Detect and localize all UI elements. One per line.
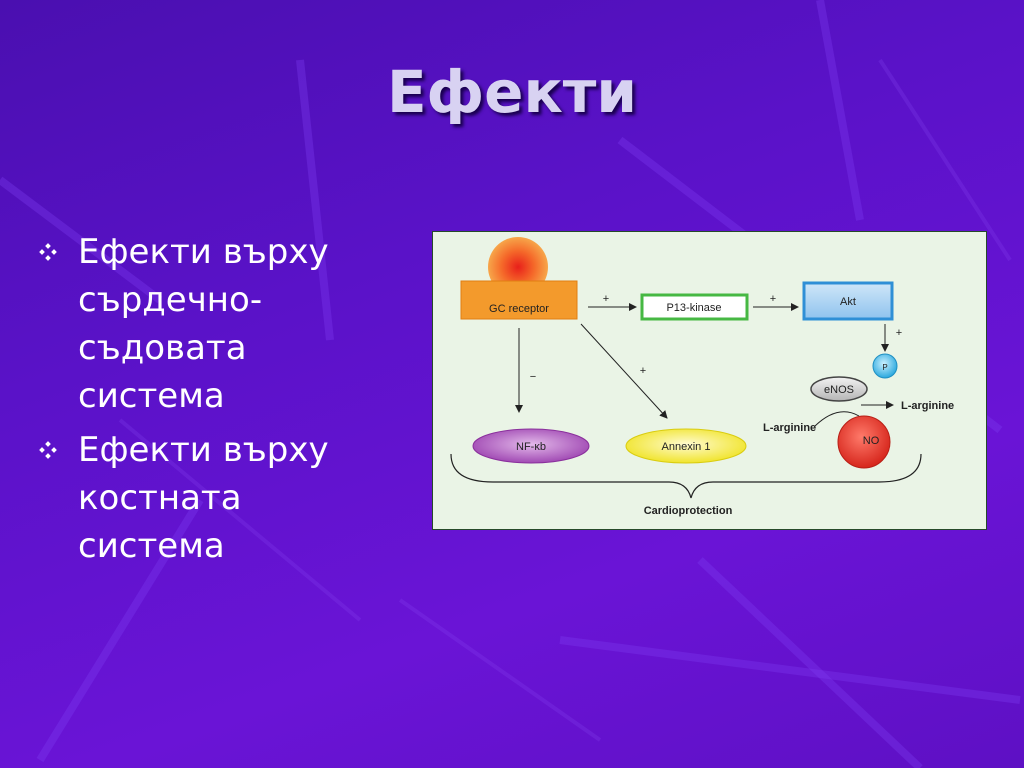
akt-label: Akt [840,296,856,308]
sign-akt-to-p: + [896,327,902,339]
gc-receptor: GC receptor [460,237,578,320]
l-arginine-in-label: L-arginine [763,422,816,434]
bullet-text: Ефекти върху сърдечно-съдовата система [78,232,329,416]
cardioprotection-label: Cardioprotection [644,505,733,517]
sign-gc-to-annexin: + [640,365,646,377]
bullet-item: Ефекти върху сърдечно-съдовата система [38,228,368,420]
bullet-list: Ефекти върху сърдечно-съдовата система Е… [38,228,368,576]
phosphate-label: P [882,363,887,372]
annexin-label: Annexin 1 [662,441,711,453]
signaling-diagram: GC receptor P13-kinase Akt + + + P eNOS [432,231,987,530]
gc-receptor-label: GC receptor [489,303,549,315]
diamond-bullet-icon [39,243,57,261]
nfkb-label: NF-κb [516,441,546,453]
bullet-item: Ефекти върху костната система [38,426,368,570]
akt-node: Akt [802,281,894,321]
sign-gc-to-p13: + [603,293,609,305]
phosphate-node: P [872,353,898,379]
annexin-node: Annexin 1 [625,428,747,464]
enos-label: eNOS [824,384,854,396]
no-node: NO [837,415,891,469]
bullet-text: Ефекти върху костната система [78,430,329,566]
p13-kinase-label: P13-kinase [666,302,721,314]
diamond-bullet-icon [39,441,57,459]
arrow-gc-to-annexin [580,323,668,419]
slide-title: Ефекти [386,58,638,126]
cardioprotection-brace [450,453,922,499]
sign-gc-to-nfkb: − [530,371,536,383]
enos-node: eNOS [810,376,868,402]
l-arginine-out-label: L-arginine [901,400,954,412]
sign-p13-to-akt: + [770,293,776,305]
nfkb-node: NF-κb [472,428,590,464]
diagram-canvas: GC receptor P13-kinase Akt + + + P eNOS [450,237,954,517]
no-label: NO [863,435,880,447]
arrow-l-arginine-curve [814,411,860,427]
p13-kinase-node: P13-kinase [640,293,749,321]
